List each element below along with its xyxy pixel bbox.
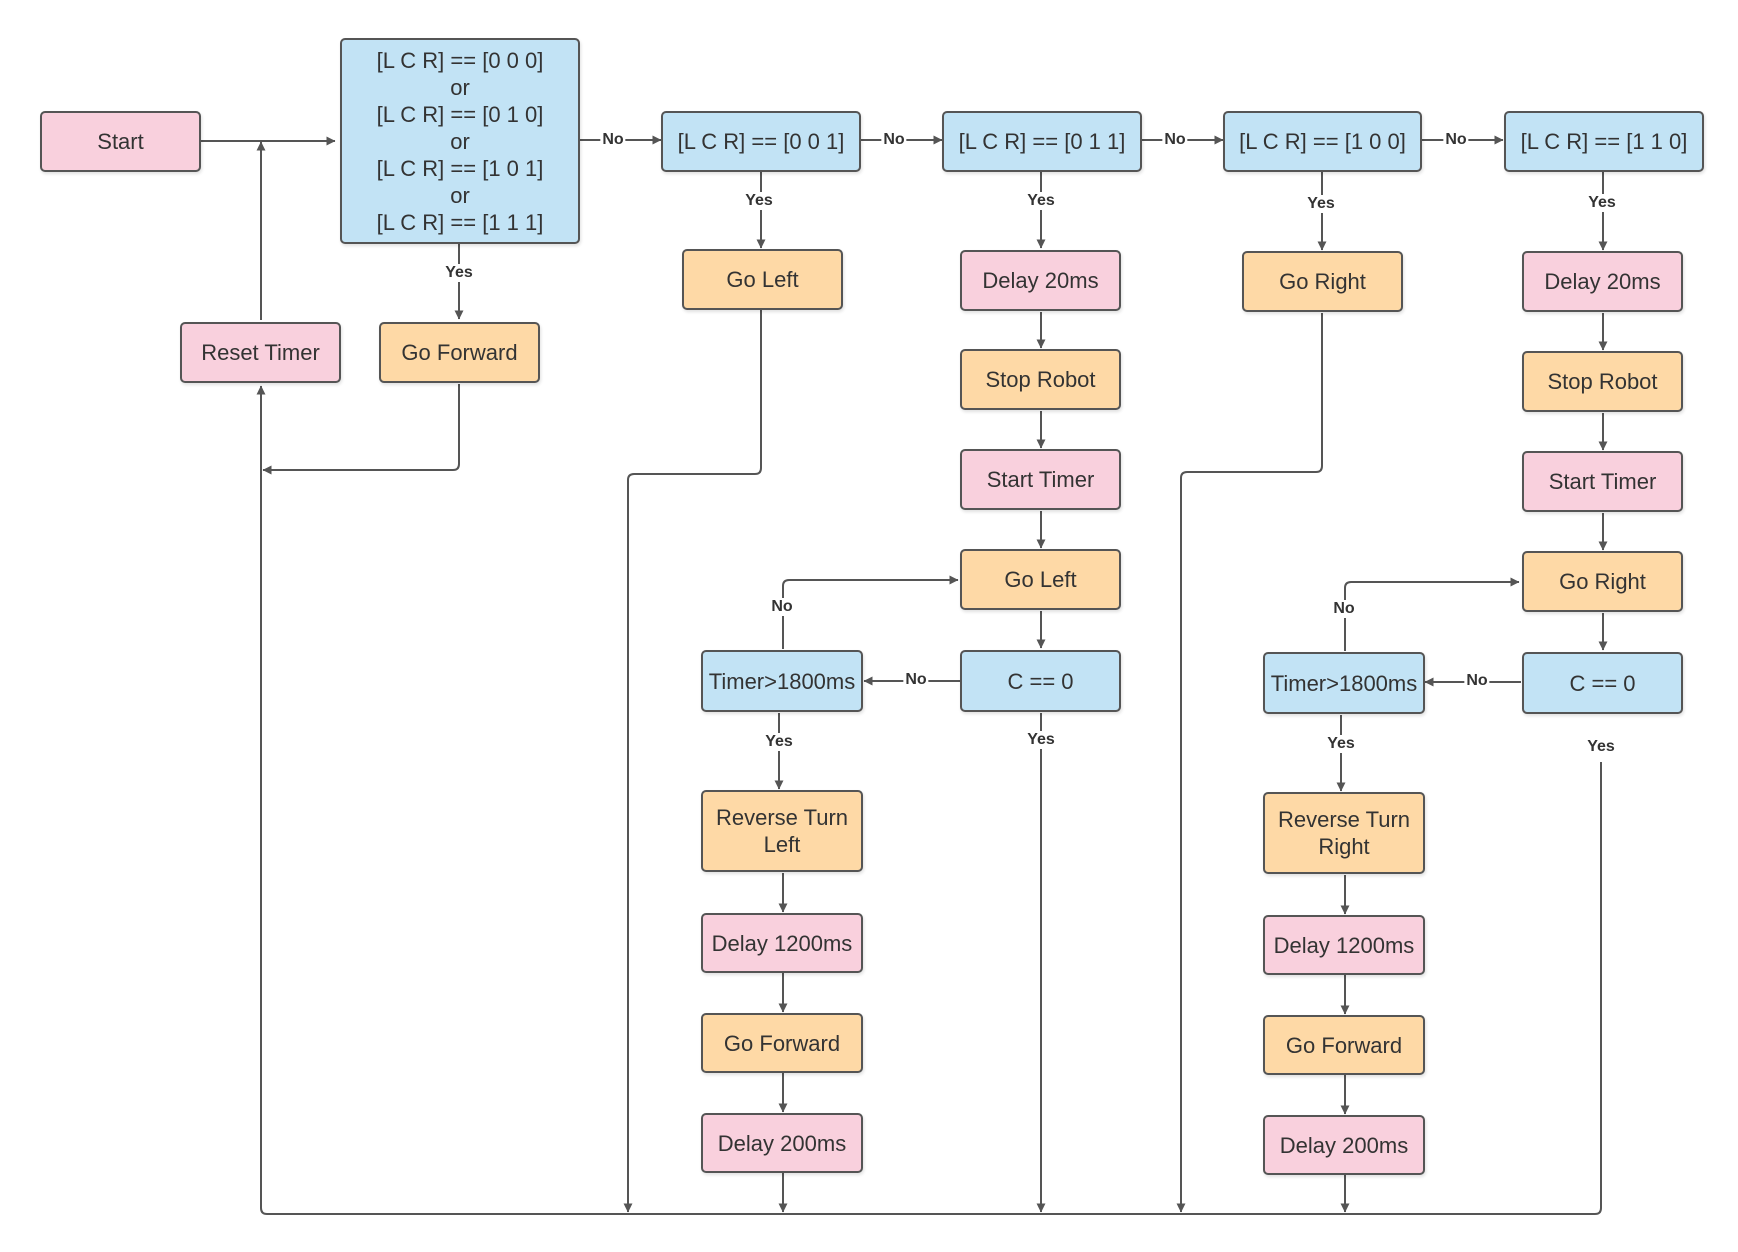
left-delay-20-text: Delay 20ms [982,268,1099,293]
left-stop-robot-node: Stop Robot [960,349,1121,410]
main-decision-line: [L C R] == [0 0 0] [376,47,544,73]
edge-label-yes: Yes [443,264,475,282]
edge-label-no: No [600,131,626,149]
go-forward-node: Go Forward [379,322,540,383]
edge-bottom-return [256,385,1602,1215]
right-start-timer-node: Start Timer [1522,451,1683,512]
edge-label-yes: Yes [1586,194,1618,212]
edge-timer-no-goright [1344,577,1520,651]
left-reverse-turn-line: Left [763,832,801,857]
right-delay-200-node: Delay 200ms [1263,1115,1425,1175]
go-left-simple-text: Go Left [726,267,799,292]
right-delay-1200-text: Delay 1200ms [1273,932,1415,958]
left-delay-200-node: Delay 200ms [701,1113,863,1173]
start-node: Start [40,111,201,172]
go-right-simple-node: Go Right [1242,251,1403,312]
right-go-right-node: Go Right [1522,551,1683,612]
left-start-timer-node: Start Timer [960,449,1121,510]
left-go-forward-node: Go Forward [701,1013,863,1073]
right-delay-200-text: Delay 200ms [1279,1132,1409,1158]
edge-label-yes: Yes [763,733,795,751]
main-decision-line: or [450,128,470,154]
left-delay-20-node: Delay 20ms [960,250,1121,311]
reset-timer-text: Reset Timer [201,340,320,365]
decision-110-node: [L C R] == [1 1 0] [1504,111,1704,172]
left-timer-check-text: Timer>1800ms [708,668,856,694]
main-decision-line: or [450,182,470,208]
decision-110-text: [L C R] == [1 1 0] [1520,129,1688,154]
left-go-forward-text: Go Forward [723,1030,841,1056]
main-decision-line: [L C R] == [1 1 1] [376,209,544,235]
decision-011-text: [L C R] == [0 1 1] [958,129,1126,154]
right-timer-check-text: Timer>1800ms [1270,670,1418,696]
left-reverse-turn-line: Reverse Turn [715,805,849,830]
edge-label-no: No [1331,600,1357,618]
right-c-check-text: C == 0 [1569,670,1636,696]
edge-forward-to-loop [262,384,460,475]
edge-label-yes: Yes [1025,731,1057,749]
left-delay-1200-node: Delay 1200ms [701,913,863,973]
decision-001-node: [L C R] == [0 0 1] [661,111,861,172]
edge-timer-no-goleft [782,575,959,649]
right-start-timer-text: Start Timer [1548,469,1657,494]
right-reverse-turn-line: Reverse Turn [1277,807,1411,832]
right-c-check-node: C == 0 [1522,652,1683,714]
go-forward-text: Go Forward [401,340,518,365]
go-left-simple-node: Go Left [682,249,843,310]
main-decision-node: [L C R] == [0 0 0] or [L C R] == [0 1 0]… [340,38,580,244]
edge-label-no: No [881,131,907,149]
edge-label-no: No [769,598,795,616]
right-reverse-turn-node: Reverse Turn Right [1263,792,1425,874]
edge-label-no: No [1443,131,1469,149]
right-stop-robot-text: Stop Robot [1547,369,1658,394]
main-decision-line: or [450,74,470,100]
left-reverse-turn-node: Reverse Turn Left [701,790,863,872]
left-c-check-text: C == 0 [1007,668,1074,694]
edge-right-down [1176,313,1323,1213]
right-delay-1200-node: Delay 1200ms [1263,915,1425,975]
decision-011-node: [L C R] == [0 1 1] [942,111,1142,172]
main-decision-line: [L C R] == [1 0 1] [376,155,544,181]
decision-100-text: [L C R] == [1 0 0] [1239,129,1406,154]
edge-label-yes: Yes [1325,735,1357,753]
right-reverse-turn-line: Right [1318,834,1370,859]
left-c-check-node: C == 0 [960,650,1121,712]
right-stop-robot-node: Stop Robot [1522,351,1683,412]
left-go-left-node: Go Left [960,549,1121,610]
left-start-timer-text: Start Timer [986,467,1095,492]
edge-label-no: No [903,671,929,689]
right-go-forward-text: Go Forward [1285,1032,1403,1058]
right-delay-20-node: Delay 20ms [1522,251,1683,312]
left-stop-robot-text: Stop Robot [985,367,1096,392]
right-timer-check-node: Timer>1800ms [1263,652,1425,714]
edge-left-down [623,310,762,1213]
edge-label-no: No [1162,131,1188,149]
left-delay-1200-text: Delay 1200ms [711,930,853,956]
left-timer-check-node: Timer>1800ms [701,650,863,712]
decision-001-text: [L C R] == [0 0 1] [677,129,845,154]
edge-label-yes: Yes [1305,195,1337,213]
edge-label-yes: Yes [743,192,775,210]
start-node-text: Start [97,129,144,154]
left-go-left-text: Go Left [1004,567,1077,592]
edge-label-yes: Yes [1585,738,1617,756]
edge-label-no: No [1464,672,1490,690]
right-go-forward-node: Go Forward [1263,1015,1425,1075]
left-delay-200-text: Delay 200ms [717,1130,847,1156]
main-decision-line: [L C R] == [0 1 0] [376,101,544,127]
go-right-simple-text: Go Right [1279,269,1366,294]
edge-label-yes: Yes [1025,192,1057,210]
reset-timer-node: Reset Timer [180,322,341,383]
right-delay-20-text: Delay 20ms [1544,269,1661,294]
right-go-right-text: Go Right [1559,569,1646,594]
decision-100-node: [L C R] == [1 0 0] [1223,111,1422,172]
